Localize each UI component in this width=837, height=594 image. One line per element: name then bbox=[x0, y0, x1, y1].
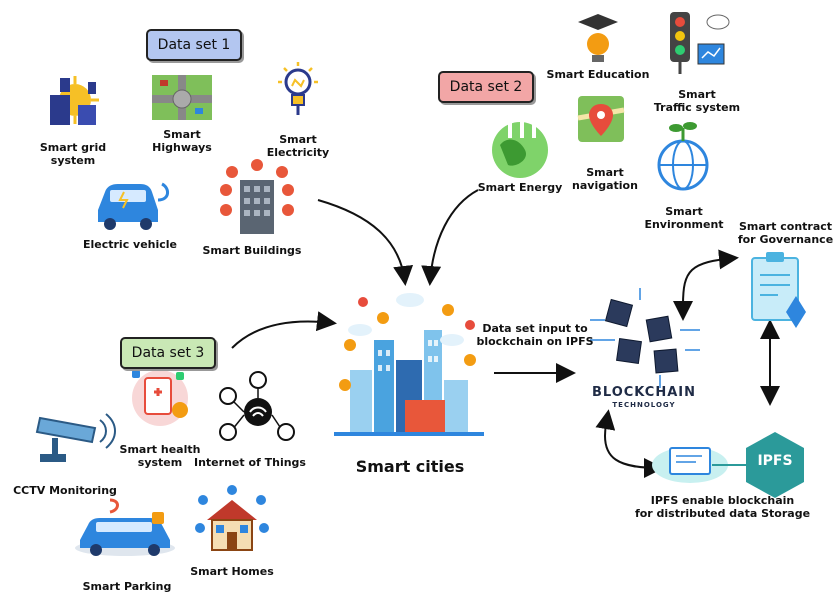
health-icon bbox=[132, 370, 188, 426]
smart-buildings-icon bbox=[220, 159, 294, 234]
house-icon bbox=[195, 485, 269, 551]
electric-vehicle-icon bbox=[98, 182, 169, 230]
cctv-camera-icon bbox=[35, 413, 116, 462]
smart-environment-label: Smart Environment bbox=[644, 205, 724, 231]
blockchain-text: BLOCKCHAIN bbox=[591, 385, 696, 400]
map-pin-icon bbox=[577, 96, 625, 142]
arrow-dataset2-to-cities bbox=[421, 189, 479, 286]
smart-education-label: Smart Education bbox=[546, 68, 650, 81]
arrow-dataset3-to-cities bbox=[231, 311, 337, 349]
smart-traffic-label: Smart Traffic system bbox=[653, 88, 741, 114]
smart-electricity-label: Smart Electricity bbox=[266, 133, 330, 159]
electric-vehicle-label: Electric vehicle bbox=[82, 238, 178, 251]
smart-highways-label: Smart Highways bbox=[152, 128, 212, 154]
smart-parking-label: Smart Parking bbox=[82, 580, 172, 593]
smart-buildings-label: Smart Buildings bbox=[202, 244, 302, 257]
smart-city-illustration bbox=[334, 293, 484, 436]
blockchain-icon bbox=[590, 288, 700, 388]
bulb-icon bbox=[278, 62, 318, 115]
dataset-3-box: Data set 3 bbox=[120, 337, 216, 369]
iot-icon bbox=[219, 371, 295, 441]
education-icon bbox=[578, 14, 618, 62]
arrow-blockchain-contract bbox=[673, 249, 739, 321]
smart-grid-icon bbox=[50, 76, 99, 125]
smart-grid-label: Smart grid system bbox=[39, 141, 107, 167]
ipfs-storage-label: IPFS enable blockchain for distributed d… bbox=[634, 494, 811, 520]
arrow-blockchain-ipfs bbox=[595, 409, 664, 478]
dataset-2-box: Data set 2 bbox=[438, 71, 534, 103]
arrow-dataset1-to-cities bbox=[317, 199, 414, 286]
parking-icon bbox=[75, 498, 175, 556]
environment-globe-icon bbox=[657, 122, 709, 191]
smart-health-label: Smart health system bbox=[119, 443, 201, 469]
dataset-1-box: Data set 1 bbox=[146, 29, 242, 61]
smart-energy-label: Smart Energy bbox=[477, 181, 563, 194]
cctv-label: CCTV Monitoring bbox=[13, 484, 117, 497]
smart-homes-label: Smart Homes bbox=[190, 565, 274, 578]
smart-navigation-label: Smart navigation bbox=[572, 166, 638, 192]
globe-energy-icon bbox=[492, 112, 548, 178]
smart-cities-title: Smart cities bbox=[355, 457, 465, 476]
traffic-light-icon bbox=[670, 12, 730, 74]
ipfs-logo-text: IPFS bbox=[757, 453, 793, 469]
ipfs-storage-icon bbox=[652, 432, 804, 498]
iot-label: Internet of Things bbox=[194, 456, 306, 469]
blockchain-subtext: TECHNOLOGY bbox=[612, 401, 676, 409]
contract-clipboard-icon bbox=[751, 252, 806, 328]
smart-contract-label: Smart contract for Governance bbox=[737, 220, 834, 246]
smart-highways-icon bbox=[152, 75, 212, 120]
data-input-label: Data set input to blockchain on IPFS bbox=[476, 322, 594, 348]
